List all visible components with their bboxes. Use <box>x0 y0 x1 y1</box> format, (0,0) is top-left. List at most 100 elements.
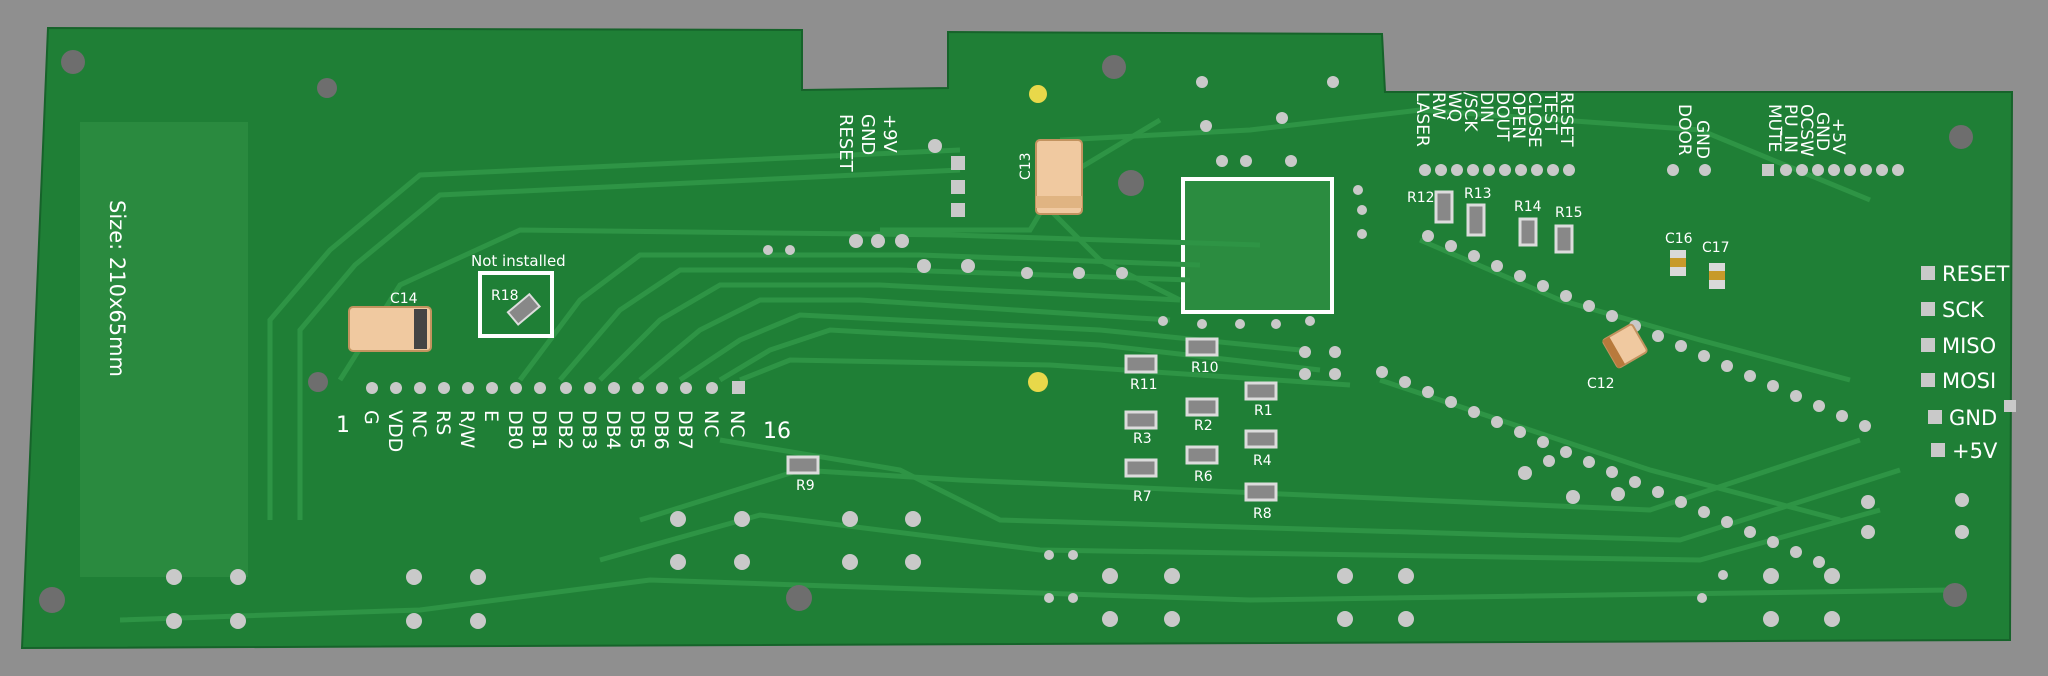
designator-r18: R18 <box>491 288 519 304</box>
isp-pin-label: MISO <box>1942 334 1996 358</box>
lcd-pin-last: 16 <box>763 419 791 444</box>
io-pin-label: DIN <box>1476 92 1496 123</box>
io-pin-label: /SCK <box>1460 92 1480 132</box>
mounting-hole <box>317 78 337 98</box>
io-pin-label: LASER <box>1412 92 1432 147</box>
designator-r14: R14 <box>1514 199 1542 215</box>
io-pin-label: WQ <box>1444 92 1464 122</box>
mounting-hole <box>39 587 65 613</box>
mounting-hole <box>1118 170 1144 196</box>
lcd-pin-label: NC <box>700 410 722 437</box>
resistor-r6 <box>1185 445 1219 465</box>
designator-r11: R11 <box>1130 377 1158 393</box>
designator-r1: R1 <box>1254 403 1273 419</box>
isp-pin-label: SCK <box>1942 298 1985 322</box>
lcd-pin-label: E <box>480 410 502 422</box>
resistor-r12 <box>1434 190 1454 224</box>
size-label: Size: 210x65mm <box>105 200 129 377</box>
audio-header-labels: MUTE PU_IN OCSW GND +5V <box>1764 104 1848 157</box>
mounting-hole <box>61 50 85 74</box>
resistor-r3 <box>1124 410 1158 430</box>
resistor-r13 <box>1466 203 1486 237</box>
door-pin-label: DOOR <box>1674 104 1694 156</box>
power-header-pads <box>849 139 975 273</box>
door-pin-label: GND <box>1692 120 1712 159</box>
io-pin-label: OPEN <box>1508 92 1528 139</box>
mounting-holes <box>39 50 1973 613</box>
mounting-hole <box>1943 583 1967 607</box>
capacitor-c14 <box>348 306 432 352</box>
io-pin-label: RESET <box>1556 92 1576 147</box>
mounting-hole <box>1949 125 1973 149</box>
designator-r12: R12 <box>1407 190 1435 206</box>
audio-pin-label: MUTE <box>1764 104 1784 152</box>
power-label: RESET <box>835 114 856 173</box>
designator-c17: C17 <box>1702 240 1730 256</box>
io-header-labels: LASER RW WQ /SCK DIN DOUT OPEN CLOSE TES… <box>1412 91 1576 148</box>
yellow-via <box>1028 372 1048 392</box>
bottom-pads <box>166 455 1840 629</box>
lcd-pin-label: R/W <box>456 410 478 449</box>
lcd-header-labels: G VDD NC RS R/W E DB0 DB1 DB2 DB3 DB4 DB… <box>360 410 748 452</box>
capacitor-c16 <box>1670 250 1686 276</box>
isp-pin-label: GND <box>1949 406 1997 430</box>
door-header-labels: DOOR GND <box>1674 104 1712 159</box>
audio-pin-label: PU_IN <box>1780 104 1800 153</box>
lcd-pin-label: DB0 <box>504 410 526 450</box>
lcd-header-pads <box>366 381 745 394</box>
designator-c13: C13 <box>1018 152 1034 180</box>
not-installed-label: Not installed <box>471 252 566 270</box>
designator-r3: R3 <box>1133 431 1152 447</box>
via-chain-lower <box>1376 366 1825 568</box>
isp-header-pads <box>1861 266 2016 539</box>
resistor-r9 <box>786 455 820 475</box>
designators: C13 C14 C12 C16 C17 R1 R2 R3 R4 R6 R7 R8… <box>390 152 1730 522</box>
designator-c16: C16 <box>1665 231 1693 247</box>
lcd-pin-label: NC <box>408 410 430 437</box>
via-chain-upper <box>1422 230 1871 432</box>
designator-r7: R7 <box>1133 489 1152 505</box>
lcd-pin-label: DB5 <box>626 410 648 450</box>
resistor-r10 <box>1185 337 1219 357</box>
resistor-r14 <box>1518 217 1538 247</box>
io-pin-label: DOUT <box>1492 92 1512 142</box>
lcd-pin-label: DB3 <box>578 410 600 450</box>
power-label: GND <box>857 114 878 155</box>
audio-pin-label: +5V <box>1828 118 1848 155</box>
lcd-pin-label: NC <box>726 410 748 437</box>
capacitor-c17 <box>1709 263 1725 289</box>
audio-pin-label: OCSW <box>1796 104 1816 157</box>
lcd-pin-label: VDD <box>384 410 406 452</box>
yellow-via <box>1029 85 1047 103</box>
io-pin-label: CLOSE <box>1524 92 1544 148</box>
trace-layer <box>119 107 1951 623</box>
isp-pin-label: MOSI <box>1942 369 1996 393</box>
isp-pin-label: +5V <box>1952 439 1998 463</box>
r18-outline <box>478 271 554 338</box>
designator-r4: R4 <box>1253 453 1272 469</box>
capacitor-c12 <box>1602 323 1648 369</box>
lcd-pin-label: DB7 <box>674 410 696 450</box>
mounting-hole <box>1102 55 1126 79</box>
lcd-pin-label: DB6 <box>650 410 672 450</box>
lcd-pin-label: G <box>360 410 382 425</box>
designator-r2: R2 <box>1194 418 1213 434</box>
resistor-r2 <box>1185 397 1219 417</box>
power-header-labels: +9V GND RESET <box>835 114 900 173</box>
lcd-pin-label: DB2 <box>554 410 576 450</box>
io-pin-label: RW <box>1428 92 1448 120</box>
lcd-pin-label: RS <box>432 410 454 435</box>
ic-vias <box>763 76 1367 380</box>
io-header-pads <box>1419 164 1904 176</box>
capacitor-c13 <box>1035 139 1083 215</box>
size-label-panel <box>80 122 248 577</box>
designator-c14: C14 <box>390 291 418 307</box>
designator-r9: R9 <box>796 478 815 494</box>
audio-pin-label: GND <box>1812 112 1832 151</box>
designator-r10: R10 <box>1191 360 1219 376</box>
resistor-r11 <box>1124 354 1158 374</box>
resistor-r4 <box>1244 429 1278 449</box>
isp-header-labels: RESET SCK MISO MOSI GND +5V <box>1942 262 2009 463</box>
resistor-r15 <box>1554 224 1574 254</box>
